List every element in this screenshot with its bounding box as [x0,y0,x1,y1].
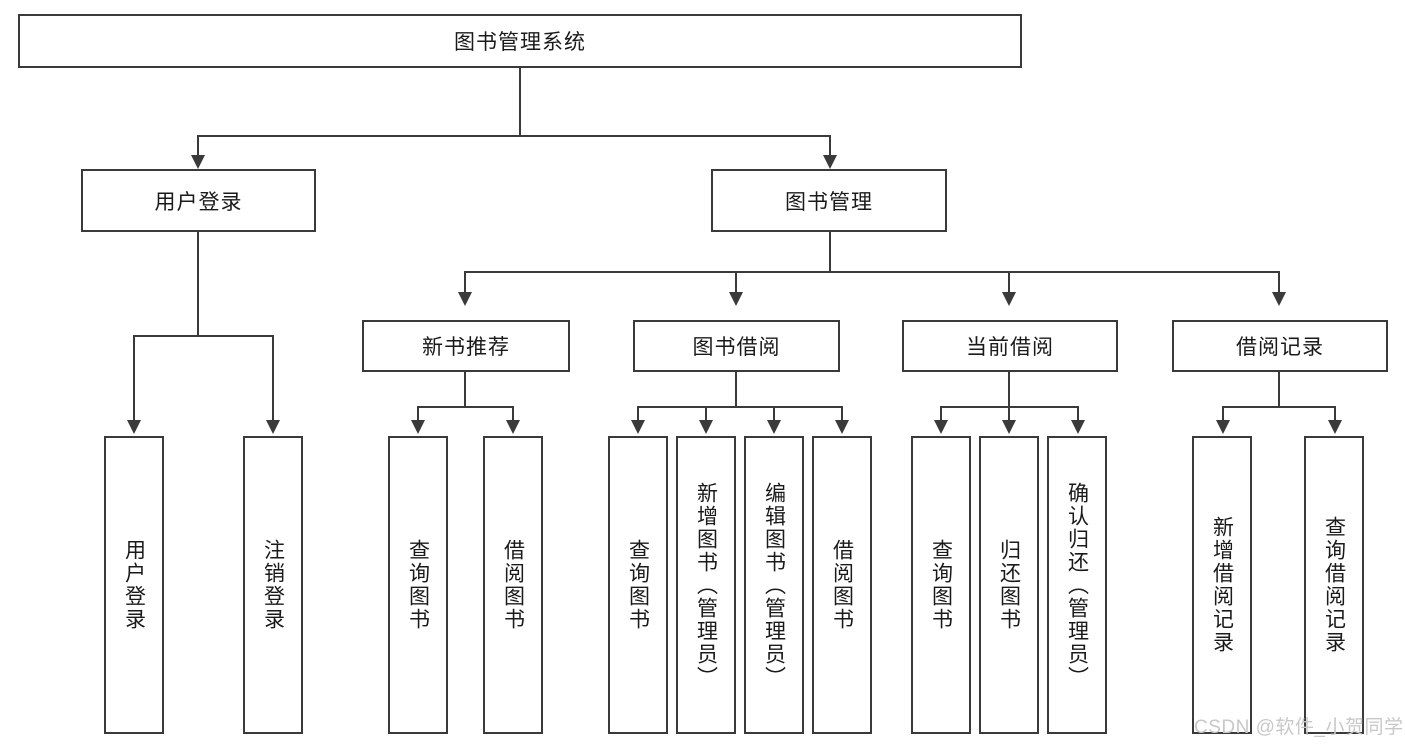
node-new-book-recommend[interactable]: 新书推荐 [362,320,570,372]
leaf-current-borrow-confirm[interactable]: 确认归还（管理员） [1047,436,1107,734]
edge-user-login-leaf-1 [272,335,274,422]
node-borrow-record[interactable]: 借阅记录 [1172,320,1388,372]
leaf-current-borrow-return[interactable]: 归还图书 [979,436,1039,734]
arrowhead-book-borrow [729,292,743,306]
node-user-login-label: 用户登录 [154,190,243,214]
edge-book-mgmt-to-book-borrow [735,271,737,294]
edge-current-borrow-leaf-0 [940,406,942,422]
edge-book-borrow-leaf-2 [773,406,775,422]
edge-book-borrow-leaf-0 [637,406,639,422]
arrowhead-new-book-leaf-0 [411,420,425,434]
arrowhead-current-borrow [1002,292,1016,306]
leaf-current-borrow-query-label: 查询图书 [929,539,953,631]
arrowhead-new-book-leaf-1 [506,420,520,434]
arrowhead-current-borrow-leaf-1 [1002,420,1016,434]
leaf-book-borrow-query-label: 查询图书 [626,539,650,631]
leaf-book-borrow-borrow[interactable]: 借阅图书 [812,436,872,734]
edge-borrow-record-leaf-1 [1334,406,1336,422]
leaf-book-borrow-borrow-label: 借阅图书 [830,539,854,631]
arrowhead-borrow-record [1272,292,1286,306]
node-current-borrow-label: 当前借阅 [966,336,1054,359]
edge-new-book-trunk [464,372,466,407]
arrowhead-book-borrow-leaf-0 [631,420,645,434]
leaf-book-borrow-add[interactable]: 新增图书（管理员） [676,436,736,734]
leaf-borrow-record-add-label: 新增借阅记录 [1210,516,1234,654]
arrowhead-book-borrow-leaf-1 [699,420,713,434]
leaf-new-book-borrow[interactable]: 借阅图书 [483,436,543,734]
leaf-new-book-borrow-label: 借阅图书 [501,539,525,631]
arrowhead-current-borrow-leaf-0 [934,420,948,434]
leaf-borrow-record-add[interactable]: 新增借阅记录 [1192,436,1252,734]
edge-book-mgmt-to-new-book [464,271,466,294]
edge-book-borrow-leaf-1 [705,406,707,422]
node-book-borrow[interactable]: 图书借阅 [633,320,840,372]
leaf-book-borrow-edit-label: 编辑图书（管理员） [762,481,786,689]
edge-book-borrow-leaf-3 [841,406,843,422]
arrowhead-book-borrow-leaf-3 [835,420,849,434]
arrowhead-book-borrow-leaf-2 [767,420,781,434]
leaf-borrow-record-query-label: 查询借阅记录 [1322,516,1346,654]
leaf-borrow-record-query[interactable]: 查询借阅记录 [1304,436,1364,734]
arrowhead-user-login [191,155,205,169]
edge-root-to-book-mgmt [829,135,831,157]
node-user-login[interactable]: 用户登录 [81,169,316,232]
leaf-new-book-query[interactable]: 查询图书 [388,436,448,734]
watermark-text: CSDN @软件_小贺同学 [1194,717,1404,738]
node-root-system[interactable]: 图书管理系统 [18,14,1022,68]
edge-user-login-leaf-0 [133,335,135,422]
leaf-user-login-login-label: 用户登录 [122,539,146,631]
edge-current-borrow-leaf-1 [1008,406,1010,422]
leaf-book-borrow-add-label: 新增图书（管理员） [694,481,718,689]
edge-root-to-user-login [197,135,199,157]
leaf-current-borrow-return-label: 归还图书 [997,539,1021,631]
edge-root-bus [197,135,831,137]
arrowhead-current-borrow-leaf-2 [1071,420,1085,434]
arrowhead-book-mgmt [823,155,837,169]
edge-book-borrow-bus [637,406,842,408]
node-root-system-label: 图书管理系统 [454,31,586,54]
node-current-borrow[interactable]: 当前借阅 [902,320,1118,372]
leaf-current-borrow-query[interactable]: 查询图书 [911,436,971,734]
edge-borrow-record-bus [1222,406,1336,408]
node-book-management-label: 图书管理 [785,190,873,214]
edge-current-borrow-leaf-2 [1077,406,1079,422]
edge-new-book-bus [417,406,514,408]
edge-book-mgmt-bus [464,271,1280,273]
edge-new-book-leaf-0 [417,406,419,422]
edge-book-mgmt-to-current-borrow [1008,271,1010,294]
arrowhead-new-book-recommend [458,292,472,306]
node-new-book-recommend-label: 新书推荐 [422,336,510,359]
leaf-user-login-login[interactable]: 用户登录 [104,436,164,734]
node-borrow-record-label: 借阅记录 [1236,336,1324,359]
arrowhead-user-login-leaf-0 [127,420,141,434]
leaf-book-borrow-query[interactable]: 查询图书 [608,436,668,734]
edge-book-mgmt-to-borrow-record [1278,271,1280,294]
edge-current-borrow-trunk [1008,372,1010,407]
node-book-management[interactable]: 图书管理 [711,169,947,232]
edge-user-login-trunk [197,232,199,336]
edge-book-mgmt-trunk [829,232,831,273]
leaf-book-borrow-edit[interactable]: 编辑图书（管理员） [744,436,804,734]
edge-user-login-bus [133,335,274,337]
edge-borrow-record-trunk [1278,372,1280,407]
edge-borrow-record-leaf-0 [1222,406,1224,422]
leaf-user-login-logout[interactable]: 注销登录 [243,436,303,734]
arrowhead-borrow-record-leaf-0 [1216,420,1230,434]
edge-root-trunk [519,67,521,135]
leaf-current-borrow-confirm-label: 确认归还（管理员） [1065,481,1089,689]
leaf-user-login-logout-label: 注销登录 [261,539,285,631]
arrowhead-user-login-leaf-1 [266,420,280,434]
edge-book-borrow-trunk [735,372,737,407]
leaf-new-book-query-label: 查询图书 [406,539,430,631]
arrowhead-borrow-record-leaf-1 [1328,420,1342,434]
node-book-borrow-label: 图书借阅 [692,336,781,359]
edge-new-book-leaf-1 [512,406,514,422]
